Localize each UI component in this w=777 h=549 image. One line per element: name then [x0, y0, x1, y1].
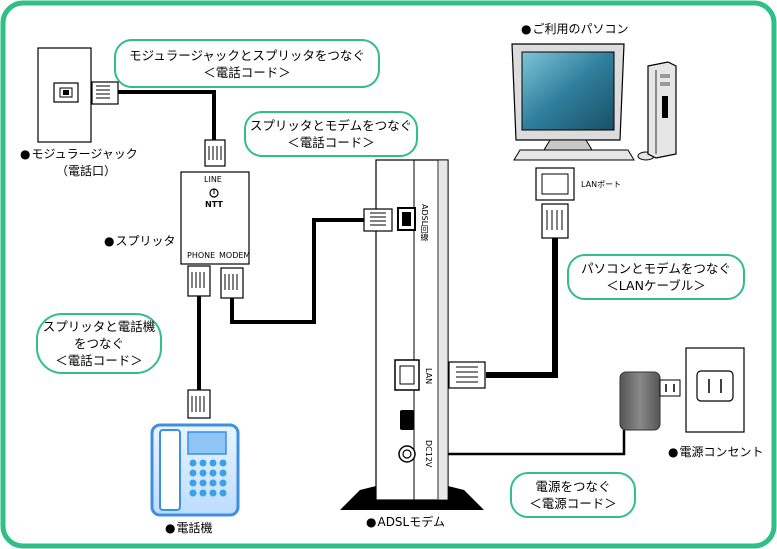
plug-adsl-icon	[363, 208, 393, 232]
bubble-splitter-modem: スプリッタとモデムをつなぐ ＜電話コード＞	[244, 111, 418, 157]
plug-splitter-line-icon	[204, 139, 226, 167]
modem-port-dc: DC12V	[424, 440, 433, 468]
pc-icon	[511, 43, 677, 161]
adsl-modem-icon	[340, 159, 484, 510]
bubble-pc-modem-line1: パソコンとモデムをつなぐ	[581, 261, 731, 276]
bubble-power: 電源をつなぐ ＜電源コード＞	[510, 472, 636, 518]
splitter-port-modem: MODEM	[219, 251, 251, 260]
label-modular-jack-sub: （電話口）	[56, 164, 117, 178]
splitter-icon	[180, 171, 250, 265]
splitter-port-phone: PHONE	[187, 251, 216, 260]
plug-wall-icon	[91, 81, 119, 105]
wall-outlet-icon	[685, 347, 745, 433]
cable-jack-splitter	[118, 90, 216, 140]
plug-modem-lan-icon	[448, 361, 486, 389]
label-pc: ご利用のパソコン	[521, 22, 628, 36]
cable-power	[414, 430, 626, 456]
label-modem: ADSLモデム	[366, 515, 445, 529]
splitter-port-line: LINE	[204, 175, 222, 184]
bubble-splitter-phone-line1: スプリッタと電話機	[42, 319, 156, 334]
bubble-power-line2: ＜電源コード＞	[529, 496, 617, 511]
plug-splitter-phone-icon	[187, 265, 211, 297]
cable-splitter-modem	[230, 218, 364, 324]
bubble-splitter-modem-line2: ＜電話コード＞	[287, 135, 375, 150]
telephone-icon	[150, 423, 240, 517]
bubble-pc-modem: パソコンとモデムをつなぐ ＜LANケーブル＞	[567, 254, 745, 300]
bubble-splitter-phone-line3: ＜電話コード＞	[55, 353, 143, 368]
bubble-jack-splitter: モジュラージャックとスプリッタをつなぐ ＜電話コード＞	[114, 39, 380, 88]
bubble-splitter-modem-line1: スプリッタとモデムをつなぐ	[249, 118, 413, 133]
cable-lan	[486, 238, 558, 378]
plug-pc-lan-icon	[541, 203, 569, 239]
label-modular-jack: モジュラージャック	[20, 147, 137, 161]
bubble-power-line1: 電源をつなぐ	[535, 479, 611, 494]
label-splitter: スプリッタ	[104, 234, 175, 248]
modem-port-adsl: ADSL回線	[420, 204, 429, 242]
ac-adapter-icon	[619, 371, 681, 431]
label-lan-port: LANポート	[581, 180, 622, 189]
plug-splitter-modem-icon	[220, 267, 244, 299]
label-outlet: 電源コンセント	[668, 445, 763, 459]
splitter-port-ntt: NTT	[205, 200, 223, 209]
bubble-jack-splitter-line2: ＜電話コード＞	[203, 64, 291, 80]
bubble-splitter-phone: スプリッタと電話機 をつなぐ ＜電話コード＞	[36, 313, 162, 374]
plug-phone-icon	[187, 389, 211, 419]
bubble-splitter-phone-line2: をつなぐ	[73, 336, 124, 351]
modem-port-lan: LAN	[424, 368, 433, 385]
label-phone: 電話機	[165, 521, 212, 535]
bubble-pc-modem-line2: ＜LANケーブル＞	[606, 278, 706, 293]
bubble-jack-splitter-line1: モジュラージャックとスプリッタをつなぐ	[129, 47, 365, 63]
wall-jack-icon	[37, 47, 92, 143]
pc-lan-port-icon	[535, 167, 575, 201]
